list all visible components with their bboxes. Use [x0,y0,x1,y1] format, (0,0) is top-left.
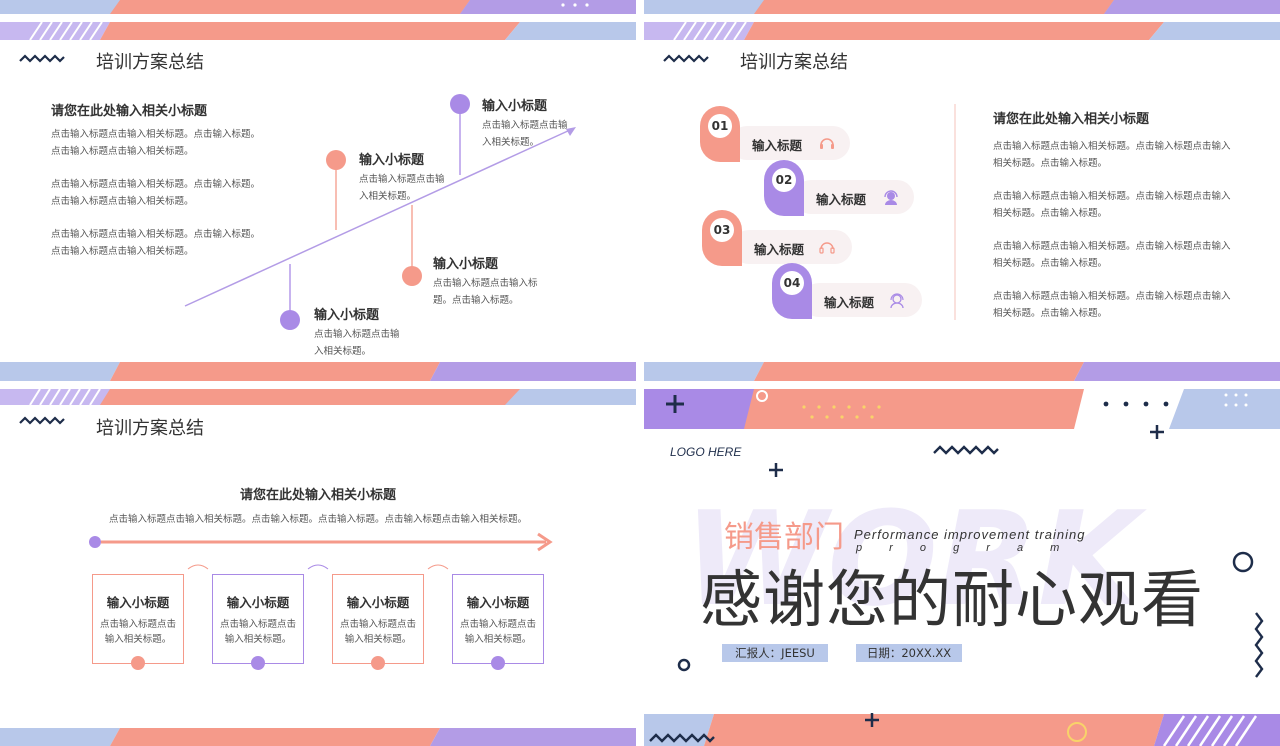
timeline-dot [280,310,300,330]
slide-4-decoration: WORK [644,389,1280,746]
number-tag: 02 [764,160,804,216]
paragraph: 点击输入标题点击输入相关标题。点击输入标题。 点击输入标题点击输入相关标题。 [51,129,261,157]
background-watermark: WORK [684,483,1147,635]
logo: LOGO HERE [670,445,742,459]
timeline-dot [402,266,422,286]
english-subtitle: Performance improvement training [854,527,1086,542]
thanks-title: 感谢您的耐心观看 [700,563,1205,636]
timeline-point: 输入小标题 点击输入标题点击输入相关标题。 [314,308,400,357]
reporter-badge: 汇报人：JEESU [722,644,828,662]
step-card[interactable]: 输入小标题 点击输入标题点击输入相关标题。 [332,574,424,664]
slide-2-decoration [644,0,1280,381]
customer-service-icon [890,293,904,309]
slide-title: 培训方案总结 [96,52,204,73]
step-dot [131,656,145,670]
timeline-point: 输入小标题 点击输入标题点击输入标题。点击输入标题。 [433,257,538,306]
step-dot [491,656,505,670]
paragraph: 点击输入标题点击输入相关标题。点击输入标题点击输入相关标题。点击输入标题。 [993,291,1231,319]
step-dot [251,656,265,670]
date-badge: 日期：20XX.XX [856,644,962,662]
number-tag: 04 [772,263,812,319]
step-card[interactable]: 输入小标题 点击输入标题点击输入相关标题。 [212,574,304,664]
slide-3-decoration [0,389,636,746]
timeline-dot [326,150,346,170]
slide-4[interactable]: WORK LOGO HERE 销售部门 Performance improvem… [644,389,1280,746]
timeline-point: 输入小标题 点击输入标题点击输入相关标题。 [359,153,445,202]
slide-1[interactable]: 培训方案总结 请您在此处输入相关小标题 点击输入标题点击输入相关标题。点击输入标… [0,0,636,381]
paragraph: 点击输入标题点击输入相关标题。点击输入标题。 点击输入标题点击输入相关标题。 [51,179,261,207]
step-card[interactable]: 输入小标题 点击输入标题点击输入相关标题。 [452,574,544,664]
english-subtitle-2: p r o g r a m [856,542,1072,554]
list-item[interactable]: 输入标题 [794,180,914,214]
slide-1-decoration [0,0,636,381]
number-tag: 01 [700,106,740,162]
paragraph: 点击输入标题点击输入相关标题。点击输入标题点击输入相关标题。点击输入标题。 [993,141,1231,169]
intro-text: 点击输入标题点击输入相关标题。点击输入标题。点击输入标题。点击输入标题点击输入相… [108,514,527,525]
paragraph: 点击输入标题点击输入相关标题。点击输入标题点击输入相关标题。点击输入标题。 [993,241,1231,269]
number-tag: 03 [702,210,742,266]
slide-title: 培训方案总结 [740,52,848,73]
step-dots [131,656,505,670]
list-item[interactable]: 输入标题 [802,283,922,317]
slide-2[interactable]: 培训方案总结 输入标题 01 输入标题 02 输入标题 03 输入标题 04 请… [644,0,1280,381]
list-item[interactable]: 输入标题 [732,230,852,264]
section-heading: 请您在此处输入相关小标题 [239,488,396,503]
list-item[interactable]: 输入标题 [730,126,850,160]
timeline-point: 输入小标题 点击输入标题点击输入相关标题。 [482,99,568,148]
section-heading: 请您在此处输入相关小标题 [51,104,208,119]
section-heading: 请您在此处输入相关小标题 [993,112,1150,127]
step-card[interactable]: 输入小标题 点击输入标题点击输入相关标题。 [92,574,184,664]
slide-title: 培训方案总结 [96,418,204,439]
paragraph: 点击输入标题点击输入相关标题。点击输入标题。 点击输入标题点击输入相关标题。 [51,229,261,257]
slide-3[interactable]: 培训方案总结 请您在此处输入相关小标题 点击输入标题点击输入相关标题。点击输入标… [0,389,636,746]
department-label: 销售部门 [724,520,844,555]
timeline-dot [450,94,470,114]
headset-icon [819,242,835,254]
support-agent-icon [884,190,898,205]
headset-icon [820,138,834,149]
step-dot [371,656,385,670]
paragraph: 点击输入标题点击输入相关标题。点击输入标题点击输入相关标题。点击输入标题。 [993,191,1231,219]
